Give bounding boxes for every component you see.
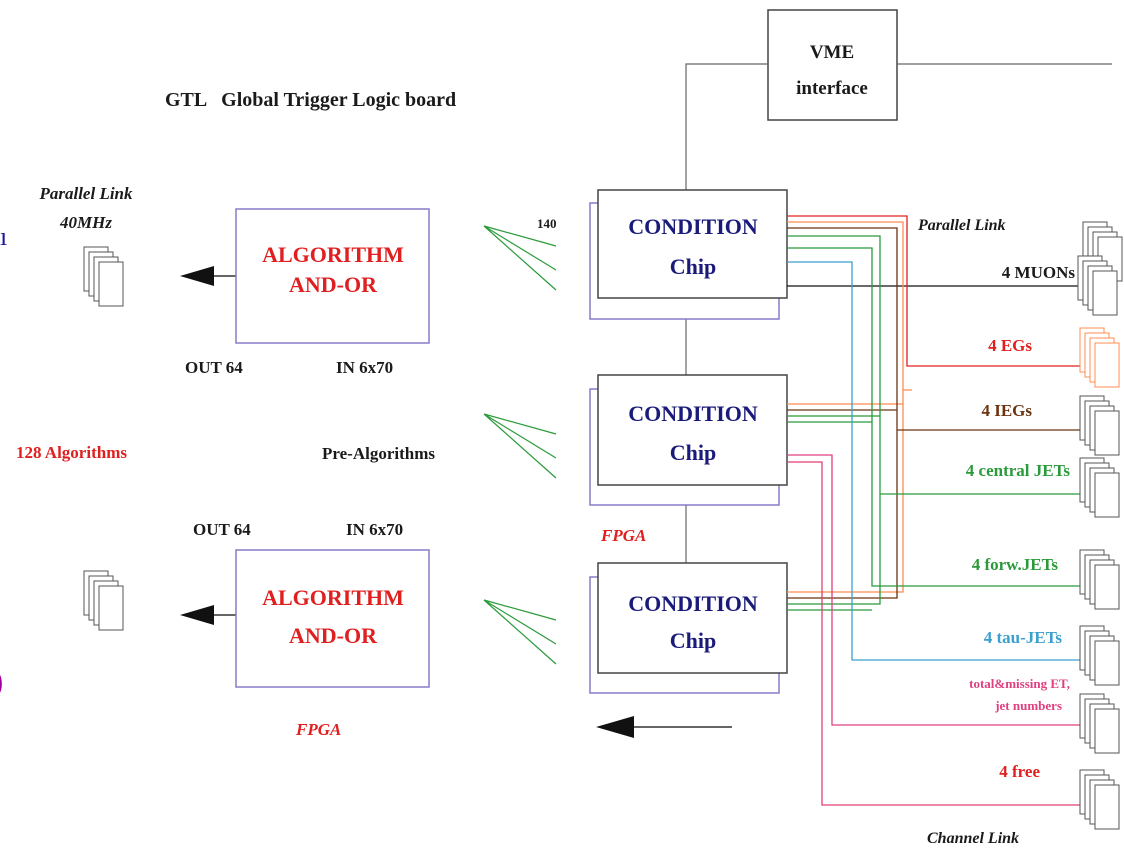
input-fan-middle: [483, 413, 557, 479]
vme-interface-box: VME interface: [767, 9, 898, 121]
link-stack-central-jets: [1079, 457, 1120, 518]
fpga-label-middle: FPGA: [600, 526, 646, 545]
label-total-missing-2: jet numbers: [994, 698, 1062, 713]
vme-bus-line: [685, 63, 1112, 190]
link-stack-egs: [1079, 327, 1120, 388]
condition-chip-bottom: CONDITION Chip: [589, 562, 788, 694]
algo-bottom-in: IN 6x70: [346, 520, 403, 539]
output-arrow-bottom: [180, 605, 236, 625]
algo-bottom-line2: AND-OR: [289, 623, 378, 648]
label-muons: 4 MUONs: [1002, 263, 1076, 282]
label-forw-jets: 4 forw.JETs: [972, 555, 1059, 574]
pre-algorithms-label: Pre-Algorithms: [322, 444, 435, 463]
algorithm-box-top: ALGORITHM AND-OR: [235, 208, 430, 344]
bus-free: [787, 461, 1084, 806]
link-stack-tau-jets: [1079, 625, 1120, 686]
algorithm-box-bottom: ALGORITHM AND-OR: [235, 549, 430, 688]
link-stack-iegs: [1079, 395, 1120, 456]
output-arrow-top: [180, 266, 236, 286]
label-parallel-link-right: Parallel Link: [917, 217, 1006, 234]
parallel-link-left-line2: 40MHz: [59, 213, 112, 232]
input-fan-top: [483, 225, 557, 291]
edge-fragment-bottom: ): [0, 663, 3, 700]
board-title: GTL Global Trigger Logic board: [165, 89, 456, 111]
label-free: 4 free: [999, 762, 1040, 781]
algorithms-count: 128 Algorithms: [16, 443, 127, 462]
data-direction-arrow: [596, 716, 732, 738]
algo-bottom-out: OUT 64: [193, 520, 251, 539]
condition-bottom-line2: Chip: [670, 628, 716, 653]
algo-top-line1: ALGORITHM: [262, 242, 404, 267]
bus-egs-red: [787, 215, 1084, 367]
link-stack-total-missing: [1079, 693, 1120, 754]
link-stack-free: [1079, 769, 1120, 830]
link-stack-forw-jets: [1079, 549, 1120, 610]
parallel-link-left-line1: Parallel Link: [38, 184, 133, 203]
bus-width-label: 140: [537, 216, 557, 231]
algo-bottom-line1: ALGORITHM: [262, 585, 404, 610]
bus-forw-jets: [787, 247, 1084, 611]
bus-iegs: [787, 227, 1084, 599]
condition-top-line1: CONDITION: [628, 214, 758, 239]
label-iegs: 4 IEGs: [981, 401, 1032, 420]
label-total-missing-1: total&missing ET,: [969, 676, 1070, 691]
bus-tau-jets: [787, 261, 1084, 661]
condition-middle-line1: CONDITION: [628, 401, 758, 426]
condition-middle-line2: Chip: [670, 440, 716, 465]
bus-total-missing: [787, 454, 1084, 726]
condition-bottom-line1: CONDITION: [628, 591, 758, 616]
edge-fragment-top: ı: [0, 222, 7, 251]
fpga-label-bottom: FPGA: [295, 720, 341, 739]
label-egs: 4 EGs: [988, 336, 1032, 355]
label-central-jets: 4 central JETs: [966, 461, 1071, 480]
vme-line2: interface: [796, 78, 868, 99]
bus-central-jets: [787, 235, 1084, 605]
algo-top-out: OUT 64: [185, 358, 243, 377]
algo-top-in: IN 6x70: [336, 358, 393, 377]
input-fan-bottom: [483, 599, 557, 665]
output-link-stack-bottom: [83, 570, 124, 631]
condition-chip-middle: CONDITION Chip: [589, 374, 788, 506]
label-channel-link: Channel Link: [927, 830, 1019, 847]
condition-chip-top: CONDITION Chip: [589, 189, 788, 320]
condition-top-line2: Chip: [670, 254, 716, 279]
label-tau-jets: 4 tau-JETs: [984, 628, 1063, 647]
output-link-stack-top: [83, 246, 124, 307]
bus-egs-orange: [787, 221, 912, 593]
vme-line1: VME: [810, 42, 854, 63]
algo-top-line2: AND-OR: [289, 272, 378, 297]
